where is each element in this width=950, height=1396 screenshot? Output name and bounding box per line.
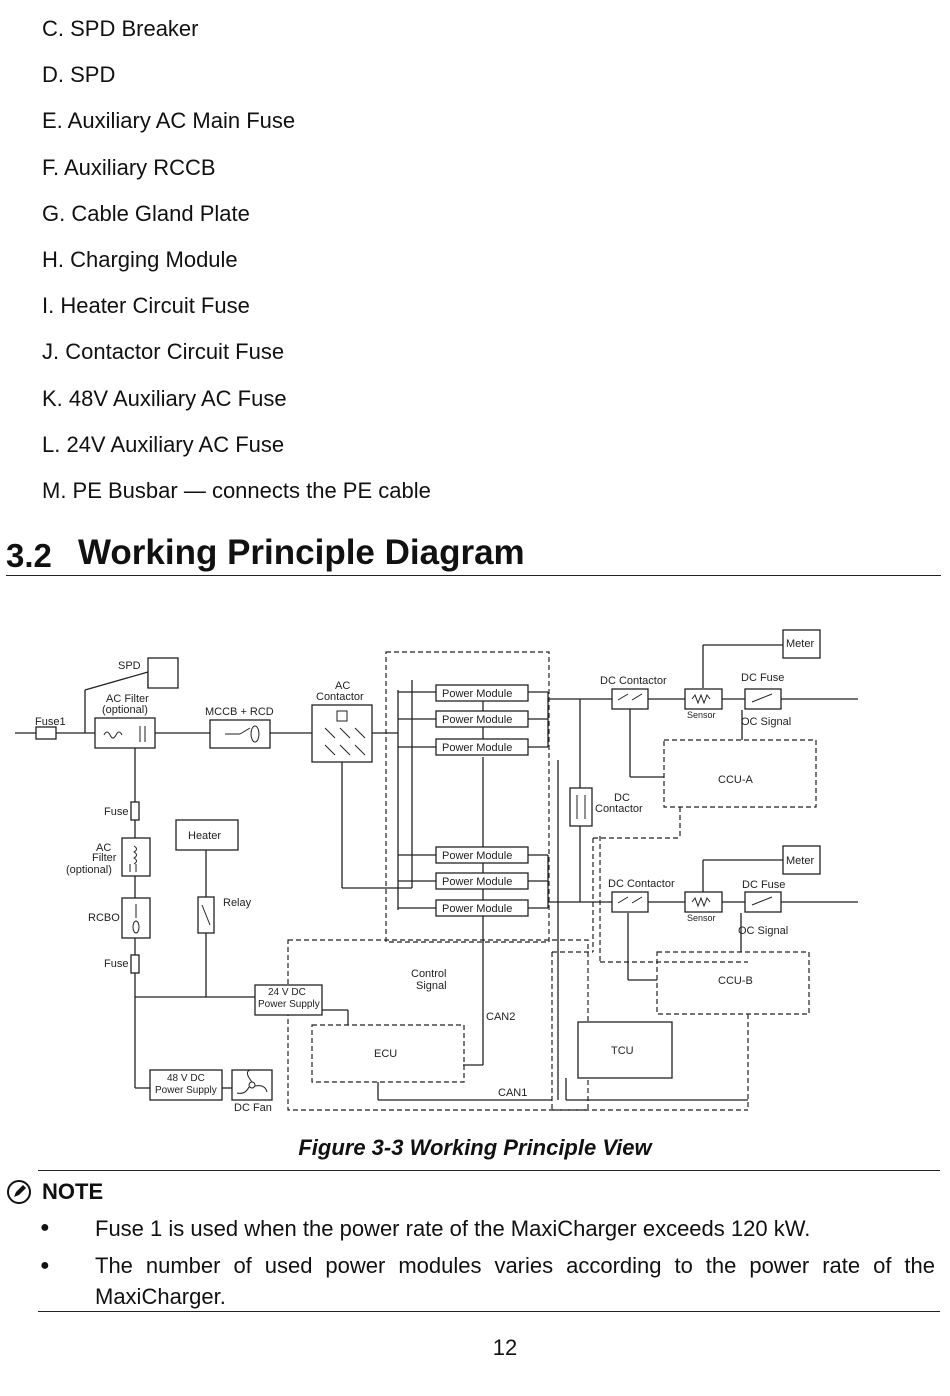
rcbo-label: RCBO: [88, 912, 120, 924]
oc-signal-label: OC Signal: [741, 716, 791, 728]
ac-filter-left-label: Filter: [92, 852, 117, 864]
section-heading: 3.2 Working Principle Diagram: [6, 531, 941, 576]
ac-filter-left-label: AC: [96, 842, 111, 854]
components-list: C. SPD Breaker D. SPD E. Auxiliary AC Ma…: [42, 14, 431, 522]
psu-24-label: Power Supply: [258, 999, 320, 1010]
tcu-label: TCU: [611, 1045, 634, 1057]
can1-label: CAN1: [498, 1087, 527, 1099]
dc-fuse-label: DC Fuse: [742, 879, 785, 891]
page-number: 12: [492, 1335, 518, 1360]
spd-label: SPD: [118, 660, 141, 672]
dc-fan-label: DC Fan: [234, 1102, 272, 1114]
pencil-icon: [7, 1180, 31, 1204]
meter-label: Meter: [786, 638, 814, 650]
dc-contactor-mid-label: DC: [614, 792, 630, 804]
section-title: Working Principle Diagram: [78, 533, 525, 572]
fuse-label: Fuse: [104, 958, 128, 970]
list-item: I. Heater Circuit Fuse: [42, 293, 250, 319]
dc-fuse-label: DC Fuse: [741, 672, 784, 684]
ccu-b-label: CCU-B: [718, 975, 753, 987]
fuse-label: Fuse: [104, 806, 128, 818]
psu-24-label: 24 V DC: [268, 987, 306, 998]
power-module-label: Power Module: [442, 714, 512, 726]
bullet-icon: ●: [40, 1257, 50, 1274]
control-signal-label: Signal: [416, 980, 447, 992]
relay-label: Relay: [223, 897, 252, 909]
figure-caption: Figure 3-3 Working Principle View: [298, 1135, 652, 1160]
bullet-icon: ●: [40, 1219, 50, 1236]
ccu-a-label: CCU-A: [718, 774, 753, 786]
ac-contactor-label: Contactor: [316, 691, 364, 703]
sensor-label: Sensor: [687, 710, 716, 720]
list-item: K. 48V Auxiliary AC Fuse: [42, 385, 287, 411]
oc-signal-label: OC Signal: [738, 925, 788, 937]
fuse1-label: Fuse1: [35, 716, 66, 728]
power-module-label: Power Module: [442, 742, 512, 754]
heater-label: Heater: [188, 830, 221, 842]
mccb-label: MCCB + RCD: [205, 706, 274, 718]
list-item: J. Contactor Circuit Fuse: [42, 339, 285, 365]
list-item: D. SPD: [42, 62, 116, 88]
working-principle-diagram: SPD Fuse1 AC Filter (optional) MCCB + RC…: [15, 629, 858, 1114]
list-item: C. SPD Breaker: [42, 16, 199, 41]
sensor-label: Sensor: [687, 913, 716, 923]
psu-48-label: 48 V DC: [167, 1073, 205, 1084]
power-module-label: Power Module: [442, 876, 512, 888]
psu-48-label: Power Supply: [155, 1085, 217, 1096]
list-item: M. PE Busbar — connects the PE cable: [42, 477, 431, 503]
list-item: H. Charging Module: [42, 246, 238, 272]
list-item: F. Auxiliary RCCB: [42, 154, 216, 180]
power-module-label: Power Module: [442, 903, 512, 915]
section-number: 3.2: [6, 537, 52, 574]
power-module-label: Power Module: [442, 688, 512, 700]
ac-contactor-label: AC: [335, 680, 350, 692]
power-module-label: Power Module: [442, 850, 512, 862]
dc-contactor-label: DC Contactor: [600, 675, 667, 687]
dc-contactor-mid-label: Contactor: [595, 803, 643, 815]
control-signal-label: Control: [411, 968, 446, 980]
dc-contactor-label: DC Contactor: [608, 878, 675, 890]
can2-label: CAN2: [486, 1011, 515, 1023]
meter-label: Meter: [786, 855, 814, 867]
list-item: G. Cable Gland Plate: [42, 200, 250, 226]
note-heading: NOTE: [42, 1179, 104, 1204]
ac-filter-top-label: AC Filter: [106, 693, 149, 705]
list-item: E. Auxiliary AC Main Fuse: [42, 108, 296, 134]
list-item: L. 24V Auxiliary AC Fuse: [42, 431, 285, 457]
note-item: Fuse 1 is used when the power rate of th…: [95, 1216, 811, 1241]
ac-filter-top-label: (optional): [102, 704, 148, 716]
note-item: The number of used power modules varies …: [95, 1253, 935, 1278]
note-box: NOTE ● Fuse 1 is used when the power rat…: [7, 1170, 940, 1312]
ecu-label: ECU: [374, 1048, 397, 1060]
ac-filter-left-label: (optional): [66, 864, 112, 876]
note-item-continued: MaxiCharger.: [95, 1284, 226, 1309]
